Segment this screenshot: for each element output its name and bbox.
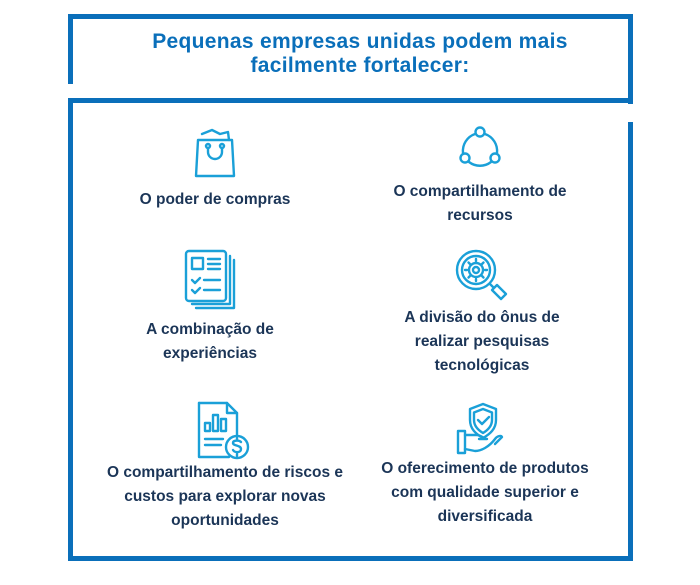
benefit-purchasing-power: O poder de compras (85, 124, 345, 212)
benefit-label: O compartilhamento de riscos e custos pa… (106, 464, 343, 529)
checklist-document-icon (184, 249, 236, 310)
share-nodes-icon (459, 126, 501, 167)
benefit-quality-products: O oferecimento de produtos com qualidade… (355, 401, 615, 529)
benefit-label: A divisão do ônus de realizar pesquisas … (404, 309, 560, 374)
content-frame-top (68, 98, 633, 103)
benefit-resource-sharing: O compartilhamento de recursos (350, 124, 610, 228)
benefit-experience-combination: A combinação de experiências (80, 248, 340, 366)
benefit-risk-sharing: O compartilhamento de riscos e custos pa… (95, 399, 355, 533)
financial-report-icon (197, 401, 250, 460)
benefit-label: O poder de compras (139, 191, 291, 208)
content-frame-bottom (68, 556, 633, 561)
magnifier-gear-icon (455, 249, 508, 301)
title-frame-left (68, 14, 73, 84)
page-title: Pequenas empresas unidas podem mais faci… (152, 30, 568, 77)
benefit-research-burden: A divisão do ônus de realizar pesquisas … (352, 248, 612, 378)
shield-hand-icon (456, 402, 504, 455)
benefit-label: O compartilhamento de recursos (393, 183, 567, 224)
benefit-label: O oferecimento de produtos com qualidade… (381, 460, 589, 525)
shopping-bag-icon (194, 128, 236, 178)
benefit-label: A combinação de experiências (146, 321, 274, 362)
content-frame-right (628, 122, 633, 561)
title-frame-top (68, 14, 633, 19)
content-frame-left (68, 98, 73, 561)
title-frame-right (628, 14, 633, 104)
